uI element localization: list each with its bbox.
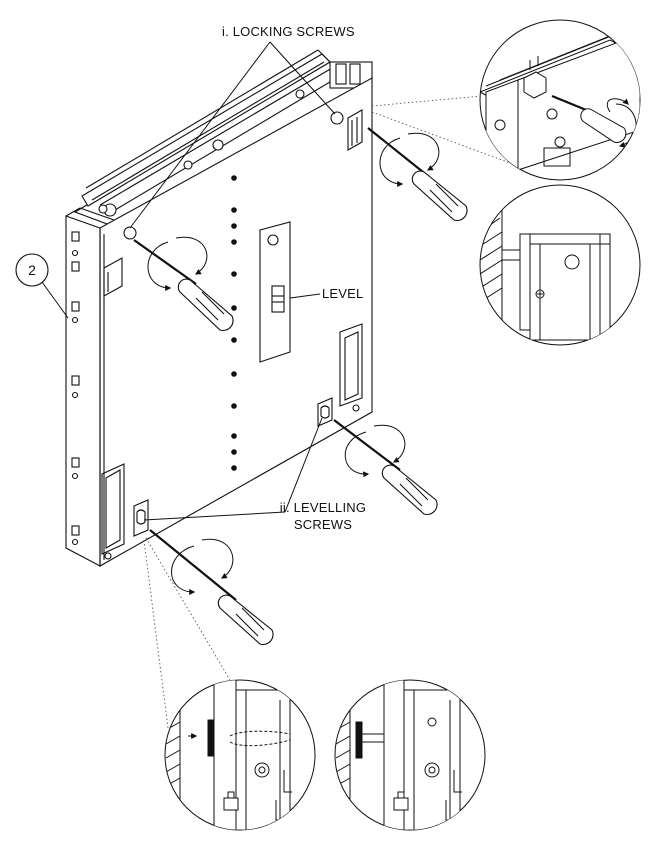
side-panel-holes <box>71 231 80 546</box>
cabinet-assembly <box>65 49 374 567</box>
detail-levelling-after <box>334 679 486 831</box>
detail-levelling-before <box>164 679 316 831</box>
screwdriver-icon <box>133 239 234 332</box>
level-tool <box>259 221 291 363</box>
locking-screws-label: i. LOCKING SCREWS <box>222 24 355 39</box>
detail-connectors <box>143 95 557 729</box>
top-rails <box>73 49 374 229</box>
mounting-dots <box>231 175 237 471</box>
leader-lines <box>41 41 336 521</box>
levelling-screws-label: ii. LEVELLING SCREWS <box>268 500 378 532</box>
detail-level-contact <box>479 184 641 346</box>
level-label: LEVEL <box>322 286 364 301</box>
rotation-arrow-icon <box>171 538 234 595</box>
screwdriver-icon <box>367 127 468 222</box>
side-panel <box>65 215 101 567</box>
rotation-arrow-icon <box>379 132 440 187</box>
screwdriver-icon <box>333 419 438 516</box>
levelling-screws-line1: ii. LEVELLING <box>279 500 367 515</box>
detail-locking-screw <box>479 19 641 181</box>
step-number: 2 <box>28 262 36 278</box>
rotation-arrow-icon <box>147 236 208 291</box>
screwdriver-icon <box>149 529 274 646</box>
levelling-screws-line2: SCREWS <box>293 517 353 532</box>
rotation-arrow-icon <box>344 424 406 478</box>
step-number-badge: 2 <box>15 253 49 287</box>
